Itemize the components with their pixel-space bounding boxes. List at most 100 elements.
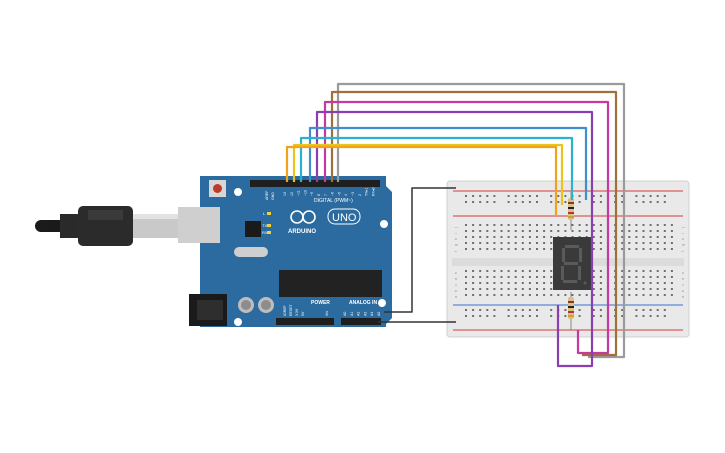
breadboard-hole[interactable]: [649, 294, 652, 296]
breadboard-hole[interactable]: [599, 201, 602, 203]
breadboard-hole[interactable]: [536, 294, 538, 296]
breadboard-hole[interactable]: [635, 230, 638, 232]
resistor-bottom[interactable]: [568, 292, 574, 330]
breadboard-hole[interactable]: [663, 270, 666, 272]
breadboard-hole[interactable]: [486, 288, 489, 290]
breadboard-hole[interactable]: [486, 309, 489, 311]
breadboard-hole[interactable]: [649, 309, 652, 311]
breadboard-hole[interactable]: [670, 270, 673, 272]
breadboard-hole[interactable]: [564, 230, 567, 232]
breadboard-hole[interactable]: [592, 248, 595, 250]
breadboard-hole[interactable]: [479, 201, 482, 203]
breadboard-hole[interactable]: [564, 315, 567, 317]
breadboard-hole[interactable]: [521, 195, 524, 197]
breadboard-hole[interactable]: [465, 288, 467, 290]
breadboard-hole[interactable]: [656, 248, 659, 250]
breadboard-hole[interactable]: [656, 315, 659, 317]
breadboard-hole[interactable]: [663, 248, 666, 250]
breadboard-hole[interactable]: [649, 288, 652, 290]
breadboard-hole[interactable]: [663, 288, 666, 290]
breadboard-hole[interactable]: [465, 282, 467, 284]
breadboard-hole[interactable]: [649, 224, 652, 226]
breadboard-hole[interactable]: [472, 195, 475, 197]
breadboard-hole[interactable]: [670, 242, 673, 244]
breadboard-hole[interactable]: [649, 236, 652, 238]
breadboard-hole[interactable]: [649, 276, 652, 278]
breadboard-hole[interactable]: [536, 242, 538, 244]
breadboard-hole[interactable]: [635, 242, 638, 244]
breadboard-hole[interactable]: [465, 294, 467, 296]
breadboard-hole[interactable]: [543, 236, 546, 238]
breadboard-hole[interactable]: [564, 201, 567, 203]
wire-yellow[interactable]: [292, 143, 564, 205]
breadboard-hole[interactable]: [493, 315, 496, 317]
breadboard-hole[interactable]: [528, 315, 531, 317]
breadboard-hole[interactable]: [521, 270, 524, 272]
breadboard-hole[interactable]: [564, 195, 567, 197]
breadboard-hole[interactable]: [543, 230, 546, 232]
breadboard-hole[interactable]: [621, 195, 624, 197]
breadboard-hole[interactable]: [592, 315, 595, 317]
breadboard-hole[interactable]: [656, 201, 659, 203]
breadboard-hole[interactable]: [528, 276, 531, 278]
breadboard-hole[interactable]: [500, 282, 503, 284]
breadboard-hole[interactable]: [670, 236, 673, 238]
breadboard-hole[interactable]: [550, 276, 553, 278]
breadboard-hole[interactable]: [486, 282, 489, 284]
breadboard-hole[interactable]: [592, 230, 595, 232]
digital-header[interactable]: [250, 180, 380, 187]
breadboard-hole[interactable]: [472, 270, 475, 272]
breadboard-hole[interactable]: [550, 248, 553, 250]
breadboard-hole[interactable]: [500, 224, 503, 226]
breadboard-hole[interactable]: [628, 288, 631, 290]
breadboard-hole[interactable]: [493, 294, 496, 296]
breadboard-hole[interactable]: [663, 201, 666, 203]
breadboard-hole[interactable]: [642, 230, 645, 232]
breadboard-hole[interactable]: [493, 282, 496, 284]
breadboard-hole[interactable]: [635, 294, 638, 296]
breadboard-hole[interactable]: [635, 224, 638, 226]
breadboard-hole[interactable]: [521, 242, 524, 244]
breadboard-hole[interactable]: [557, 294, 560, 296]
wire-blue[interactable]: [308, 126, 588, 200]
breadboard-hole[interactable]: [656, 242, 659, 244]
breadboard-hole[interactable]: [479, 230, 482, 232]
breadboard-hole[interactable]: [543, 248, 546, 250]
breadboard-hole[interactable]: [649, 282, 652, 284]
breadboard-hole[interactable]: [486, 248, 489, 250]
breadboard-hole[interactable]: [472, 276, 475, 278]
breadboard-hole[interactable]: [642, 248, 645, 250]
breadboard-hole[interactable]: [536, 315, 538, 317]
breadboard-hole[interactable]: [479, 248, 482, 250]
breadboard-hole[interactable]: [514, 236, 517, 238]
breadboard-hole[interactable]: [472, 224, 475, 226]
breadboard-hole[interactable]: [521, 288, 524, 290]
breadboard-hole[interactable]: [514, 195, 517, 197]
breadboard-hole[interactable]: [550, 201, 553, 203]
breadboard-hole[interactable]: [486, 201, 489, 203]
breadboard-hole[interactable]: [642, 315, 645, 317]
breadboard-hole[interactable]: [599, 315, 602, 317]
breadboard-hole[interactable]: [472, 309, 475, 311]
breadboard-hole[interactable]: [635, 201, 638, 203]
breadboard-hole[interactable]: [465, 201, 467, 203]
breadboard-hole[interactable]: [663, 315, 666, 317]
breadboard-hole[interactable]: [536, 201, 538, 203]
breadboard-hole[interactable]: [528, 248, 531, 250]
breadboard-hole[interactable]: [500, 270, 503, 272]
breadboard-hole[interactable]: [507, 201, 510, 203]
breadboard-hole[interactable]: [635, 309, 638, 311]
breadboard-hole[interactable]: [628, 242, 631, 244]
breadboard-hole[interactable]: [472, 288, 475, 290]
breadboard-hole[interactable]: [628, 248, 631, 250]
breadboard-hole[interactable]: [656, 276, 659, 278]
breadboard-hole[interactable]: [486, 270, 489, 272]
breadboard-hole[interactable]: [656, 309, 659, 311]
breadboard-hole[interactable]: [550, 230, 553, 232]
breadboard-hole[interactable]: [663, 230, 666, 232]
breadboard-hole[interactable]: [514, 248, 517, 250]
breadboard-hole[interactable]: [479, 236, 482, 238]
analog-header[interactable]: [341, 318, 381, 325]
breadboard-hole[interactable]: [642, 236, 645, 238]
breadboard-hole[interactable]: [621, 294, 624, 296]
